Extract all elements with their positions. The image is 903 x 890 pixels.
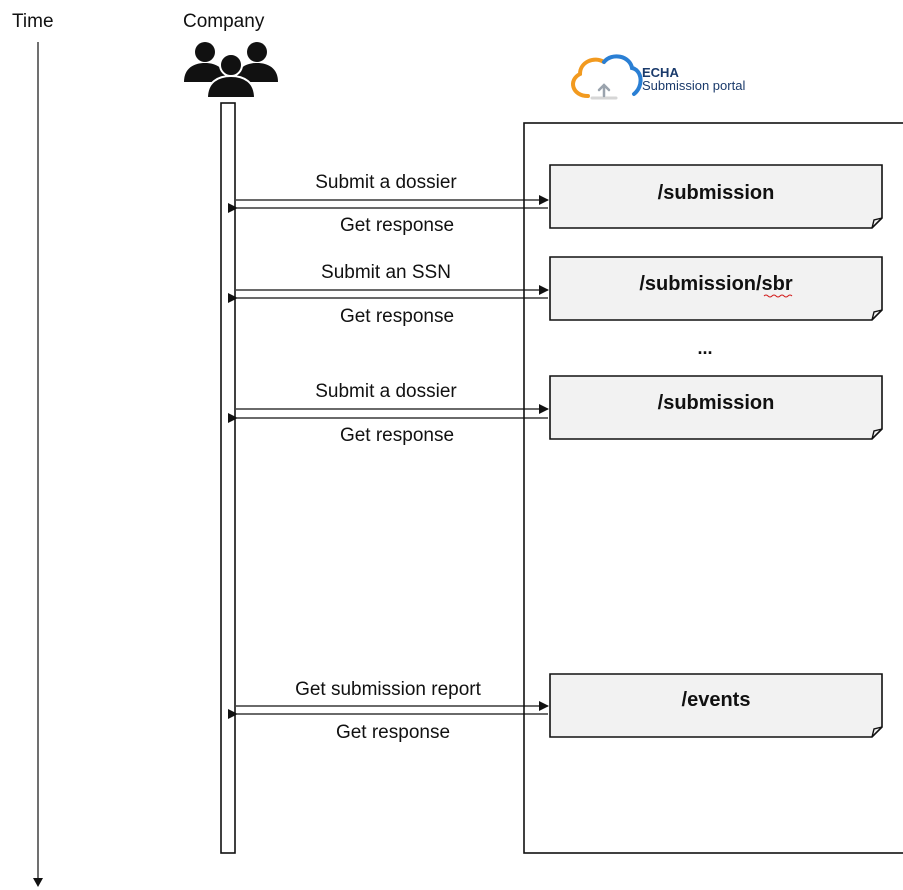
time-axis	[33, 42, 43, 887]
endpoint-label-1: /submission	[657, 182, 775, 204]
endpoint-box	[549, 164, 883, 229]
interaction-4	[228, 673, 883, 738]
users-group-icon	[184, 42, 278, 99]
logo-subtitle: Submission portal	[642, 78, 746, 93]
request-label-2: Submit an SSN	[321, 262, 451, 283]
endpoint-label-3: /submission	[657, 392, 775, 414]
response-label-2: Get response	[339, 306, 455, 327]
endpoint-box	[549, 375, 883, 440]
ellipsis: ...	[697, 338, 713, 358]
response-label-4: Get response	[335, 722, 451, 743]
request-label-1: Submit a dossier	[315, 172, 457, 193]
interaction-2	[228, 256, 883, 321]
interaction-1	[228, 164, 883, 229]
logo-title: ECHA	[642, 65, 679, 80]
time-arrow-head	[33, 878, 43, 887]
spellcheck-underline	[763, 294, 793, 298]
response-label-3: Get response	[339, 425, 455, 446]
response-label-1: Get response	[339, 215, 455, 236]
endpoint-box	[549, 673, 883, 738]
endpoint-label-4: /events	[681, 689, 751, 711]
time-axis-label: Time	[12, 11, 54, 32]
company-lifeline	[220, 102, 236, 854]
company-label: Company	[183, 11, 265, 32]
request-label-3: Submit a dossier	[315, 381, 457, 402]
endpoint-box	[549, 256, 883, 321]
endpoint-label-2: /submission/sbr	[639, 273, 793, 295]
request-label-4: Get submission report	[295, 679, 481, 700]
cloud-upload-icon	[571, 54, 643, 100]
interaction-3	[228, 375, 883, 440]
portal-frame	[523, 122, 903, 854]
